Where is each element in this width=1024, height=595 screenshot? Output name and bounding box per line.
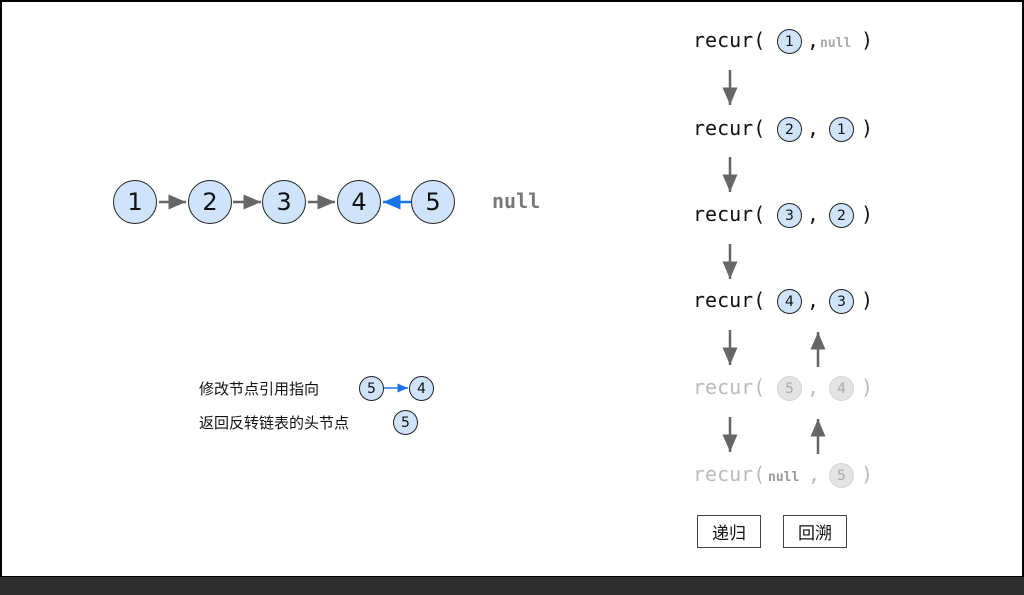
comma: ,: [807, 375, 820, 399]
close-paren: ): [861, 375, 874, 399]
legend-node: 5: [393, 410, 418, 435]
arg-node: 2: [777, 117, 802, 142]
list-node: 5: [411, 180, 455, 224]
null-label: null: [492, 189, 541, 213]
close-paren: ): [861, 202, 874, 226]
arg-node: 2: [829, 203, 854, 228]
legend-modify-ref: 修改节点引用指向: [199, 380, 320, 398]
arg-node: 3: [777, 203, 802, 228]
arg-node: 4: [777, 289, 802, 314]
null-arg: null: [768, 470, 800, 485]
comma: ,: [807, 202, 820, 226]
list-node: 3: [262, 180, 306, 224]
list-node: 4: [337, 180, 381, 224]
close-paren: ): [861, 28, 874, 52]
recur-call-name: recur(: [693, 462, 766, 486]
comma: ,: [807, 288, 820, 312]
diagram-canvas: 1 2 3 4 5 null 修改节点引用指向 5 4 返回反转链表的头节点 5…: [2, 2, 1022, 576]
arg-node: 3: [829, 289, 854, 314]
arrows-layer: [159, 70, 826, 454]
recur-call-name: recur(: [693, 116, 766, 140]
legend-node: 5: [359, 376, 384, 401]
close-paren: ): [861, 288, 874, 312]
comma: ,: [808, 462, 821, 486]
comma: ,: [807, 116, 820, 140]
legend-return-head: 返回反转链表的头节点: [199, 414, 350, 432]
recur-call-name: recur(: [693, 288, 766, 312]
recurse-button[interactable]: 递归: [697, 515, 761, 548]
recur-call-name: recur(: [693, 202, 766, 226]
recur-call-name: recur(: [693, 375, 766, 399]
comma: ,: [807, 28, 820, 52]
close-paren: ): [861, 462, 874, 486]
bottom-bar: [0, 577, 1024, 595]
null-arg: null: [820, 36, 852, 51]
arg-node: 5: [829, 463, 854, 488]
backtrack-button[interactable]: 回溯: [783, 515, 847, 548]
arg-node: 1: [829, 117, 854, 142]
close-paren: ): [861, 116, 874, 140]
list-node: 1: [113, 180, 157, 224]
arg-node: 4: [829, 376, 854, 401]
legend-node: 4: [409, 376, 434, 401]
arg-node: 1: [777, 29, 802, 54]
arg-node: 5: [777, 376, 802, 401]
recur-call-name: recur(: [693, 28, 766, 52]
list-node: 2: [188, 180, 232, 224]
